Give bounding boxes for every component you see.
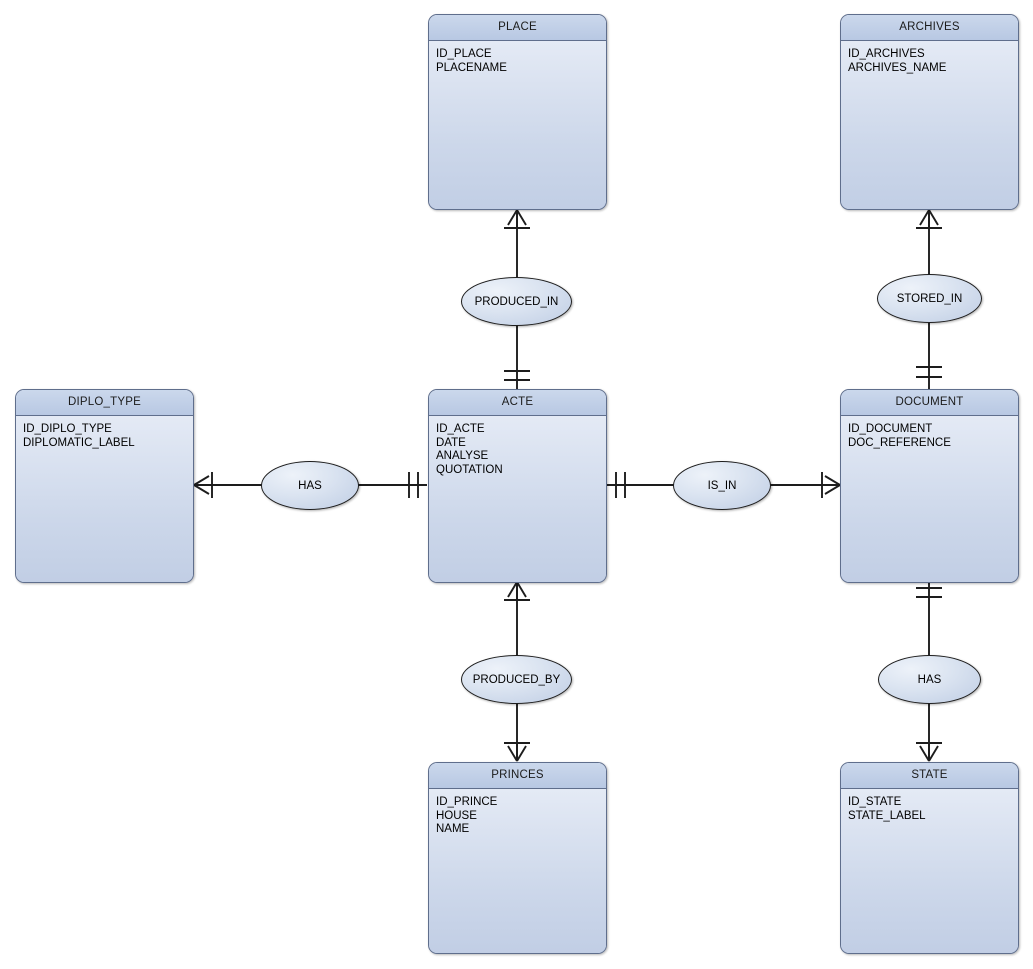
relationship-label: PRODUCED_IN — [474, 295, 559, 308]
entity-attributes-place: ID_PLACE PLACENAME — [429, 41, 606, 209]
attribute-row: STATE_LABEL — [848, 809, 926, 822]
crowfoot-acte-bottom — [507, 581, 527, 600]
attribute-row: ID_PRINCE — [436, 796, 498, 808]
entity-title-diplo-type: DIPLO_TYPE — [16, 390, 193, 416]
entity-acte[interactable]: ACTE ID_ACTE DATE ANALYSE QUOTATION — [428, 389, 607, 583]
entity-attributes-state: ID_STATE STATE_LABEL — [841, 789, 1018, 953]
relationship-stored-in[interactable]: STORED_IN — [877, 274, 982, 323]
attribute-row: QUOTATION — [436, 463, 503, 476]
relationship-is-in[interactable]: IS_IN — [673, 461, 771, 510]
relationship-produced-by[interactable]: PRODUCED_BY — [461, 655, 572, 704]
crowfoot-state — [919, 743, 939, 762]
crowfoot-diplotype — [193, 475, 212, 495]
relationship-has-diplo-type[interactable]: HAS — [261, 461, 359, 510]
entity-diplo-type[interactable]: DIPLO_TYPE ID_DIPLO_TYPE DIPLOMATIC_LABE… — [15, 389, 194, 583]
attribute-row: ANALYSE — [436, 450, 489, 463]
crowfoot-archives — [919, 209, 939, 228]
entity-attributes-acte: ID_ACTE DATE ANALYSE QUOTATION — [429, 416, 606, 582]
attribute-row: ID_PLACE — [436, 48, 492, 60]
attribute-row: DIPLOMATIC_LABEL — [23, 436, 135, 449]
entity-princes[interactable]: PRINCES ID_PRINCE HOUSE NAME — [428, 762, 607, 954]
attribute-row: ID_ACTE — [436, 423, 485, 435]
entity-document[interactable]: DOCUMENT ID_DOCUMENT DOC_REFERENCE — [840, 389, 1019, 583]
attribute-row: ARCHIVES_NAME — [848, 61, 947, 74]
attribute-row: PLACENAME — [436, 61, 507, 74]
attribute-row: DATE — [436, 436, 466, 449]
entity-state[interactable]: STATE ID_STATE STATE_LABEL — [840, 762, 1019, 954]
attribute-row: DOC_REFERENCE — [848, 436, 951, 449]
relationship-label: PRODUCED_BY — [472, 673, 561, 686]
crowfoot-document-right — [822, 475, 841, 495]
entity-title-princes: PRINCES — [429, 763, 606, 789]
crowfoot-princes — [507, 743, 527, 762]
relationship-label: HAS — [917, 673, 942, 686]
entity-attributes-archives: ID_ARCHIVES ARCHIVES_NAME — [841, 41, 1018, 209]
entity-title-acte: ACTE — [429, 390, 606, 416]
attribute-row: ID_DOCUMENT — [848, 423, 933, 435]
relationship-label: HAS — [298, 479, 322, 492]
entity-title-archives: ARCHIVES — [841, 15, 1018, 41]
attribute-row: ID_STATE — [848, 796, 902, 808]
attribute-row: NAME — [436, 823, 470, 836]
relationship-has-state[interactable]: HAS — [878, 655, 981, 704]
relationship-label: IS_IN — [707, 479, 737, 492]
entity-title-place: PLACE — [429, 15, 606, 41]
crowfoot-place — [507, 209, 527, 228]
attribute-row: HOUSE — [436, 809, 477, 822]
entity-attributes-princes: ID_PRINCE HOUSE NAME — [429, 789, 606, 953]
entity-title-document: DOCUMENT — [841, 390, 1018, 416]
entity-place[interactable]: PLACE ID_PLACE PLACENAME — [428, 14, 607, 210]
attribute-row: ID_ARCHIVES — [848, 48, 925, 60]
relationship-produced-in[interactable]: PRODUCED_IN — [461, 277, 572, 326]
entity-title-state: STATE — [841, 763, 1018, 789]
entity-attributes-diplo-type: ID_DIPLO_TYPE DIPLOMATIC_LABEL — [16, 416, 193, 582]
entity-attributes-document: ID_DOCUMENT DOC_REFERENCE — [841, 416, 1018, 582]
attribute-row: ID_DIPLO_TYPE — [23, 423, 112, 435]
relationship-label: STORED_IN — [896, 292, 963, 305]
entity-archives[interactable]: ARCHIVES ID_ARCHIVES ARCHIVES_NAME — [840, 14, 1019, 210]
